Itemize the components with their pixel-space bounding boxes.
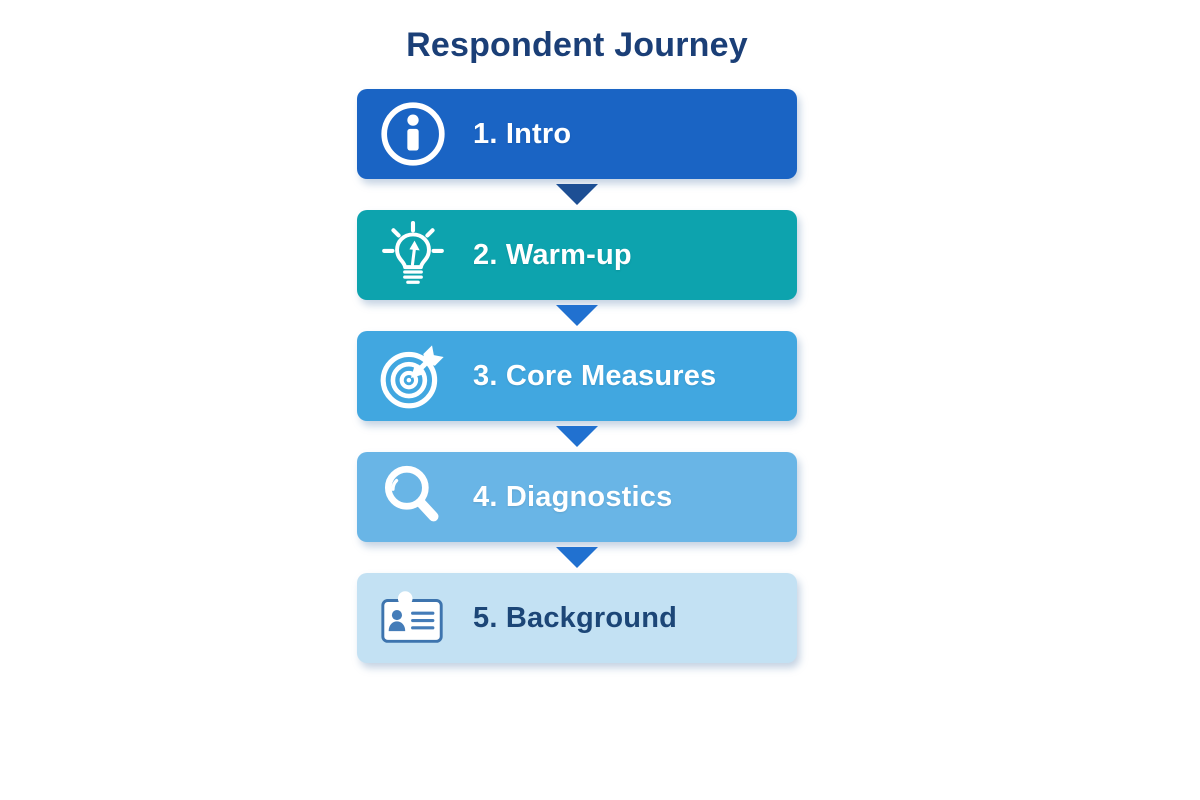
down-arrow-icon <box>554 546 600 569</box>
step-label: 5. Background <box>473 601 678 634</box>
id-card-icon <box>377 582 449 654</box>
step-intro: 1. Intro <box>357 89 797 179</box>
magnifier-icon <box>377 461 449 533</box>
down-arrow-icon <box>554 183 600 206</box>
step-core-measures: 3. Core Measures <box>357 331 797 421</box>
step-label: 1. Intro <box>473 117 572 150</box>
down-arrow-icon <box>554 304 600 327</box>
step-diagnostics: 4. Diagnostics <box>357 452 797 542</box>
down-arrow-icon <box>554 425 600 448</box>
page-title: Respondent Journey <box>406 26 748 64</box>
step-background: 5. Background <box>357 573 797 663</box>
target-icon <box>377 340 449 412</box>
step-label: 2. Warm-up <box>473 238 632 271</box>
info-icon <box>377 98 449 170</box>
step-label: 3. Core Measures <box>473 359 717 392</box>
step-label: 4. Diagnostics <box>473 480 673 513</box>
lightbulb-icon <box>377 219 449 291</box>
step-warm-up: 2. Warm-up <box>357 210 797 300</box>
